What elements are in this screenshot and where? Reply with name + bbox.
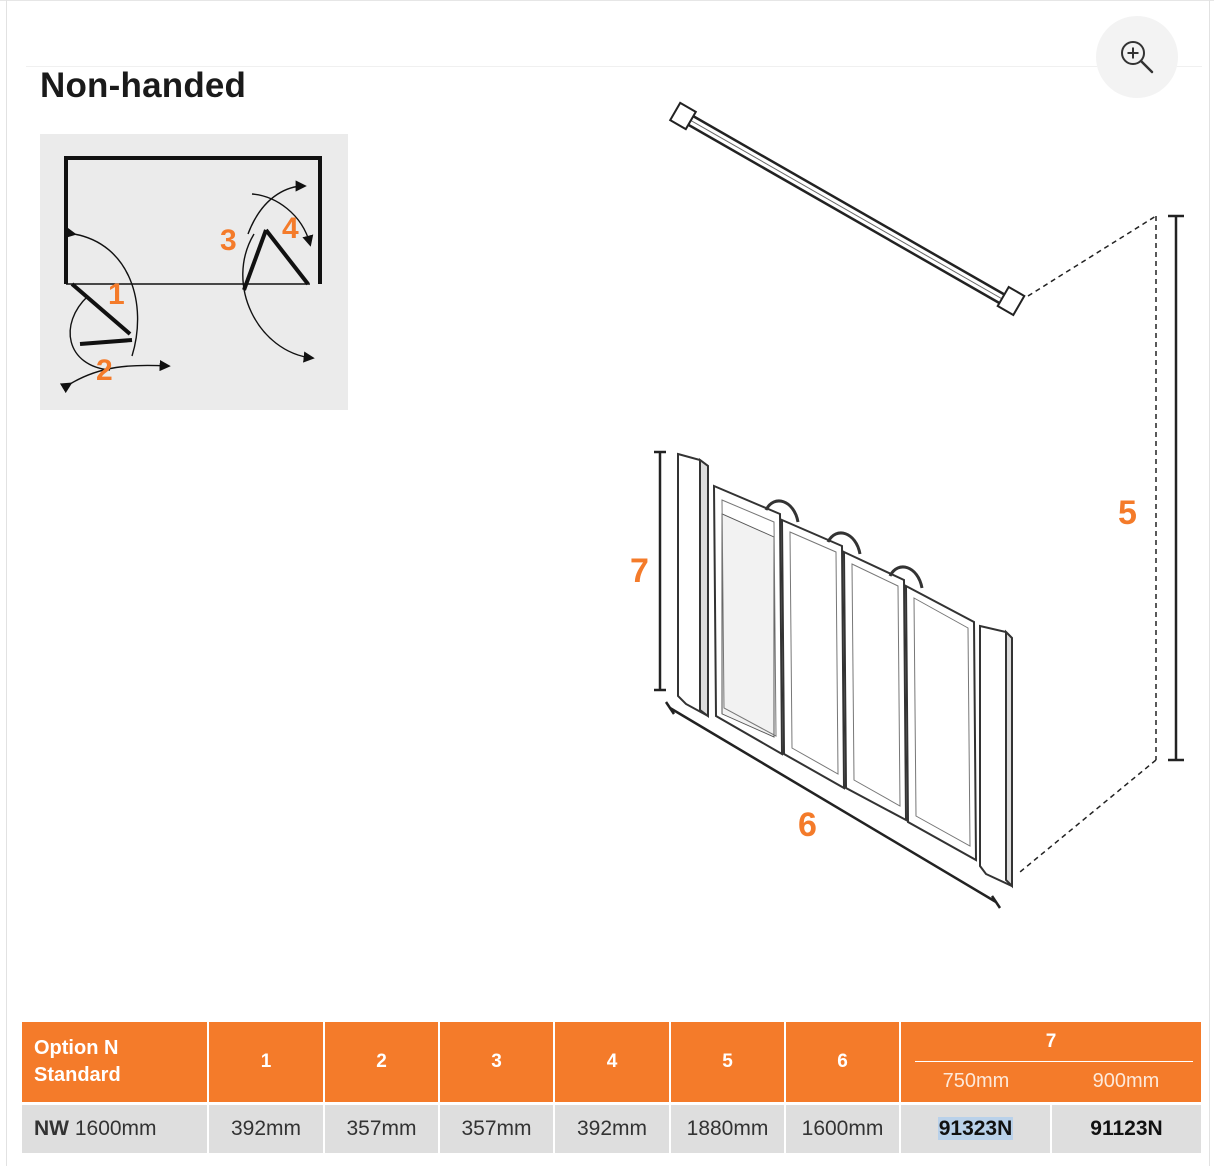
plan-label-1: 1 <box>108 278 125 311</box>
zoom-in-button[interactable] <box>1096 16 1178 98</box>
code-750-cell[interactable]: 91323N <box>901 1117 1050 1141</box>
plan-view-diagram: 1 2 3 4 <box>40 134 348 410</box>
isometric-diagram: 5 7 6 <box>610 90 1210 920</box>
top-rail <box>668 101 1026 317</box>
cell-1: 392mm <box>208 1102 325 1153</box>
frame-right-border <box>1209 0 1210 1166</box>
column-header-7: 7 750mm 900mm <box>900 1022 1203 1104</box>
cell-5: 1880mm <box>670 1102 786 1153</box>
plan-view-drawing <box>59 156 322 394</box>
subheader-750: 750mm <box>942 1070 1010 1092</box>
column-header-2: 2 <box>324 1022 440 1104</box>
frame-top-border <box>0 0 1214 1</box>
dimension-label-5: 5 <box>1118 494 1137 532</box>
cell-4: 392mm <box>554 1102 671 1153</box>
column-header-5: 5 <box>670 1022 786 1104</box>
dimension-label-7: 7 <box>630 552 649 590</box>
cell-2: 357mm <box>324 1102 440 1153</box>
column-header-1: 1 <box>208 1022 325 1104</box>
door-set-drawing <box>654 101 1184 909</box>
row-label: NW 1600mm <box>22 1102 209 1153</box>
cell-3: 357mm <box>439 1102 555 1153</box>
frame-left-border <box>6 0 7 1166</box>
column-header-6: 6 <box>785 1022 901 1104</box>
column-header-4: 4 <box>554 1022 671 1104</box>
door-panels <box>677 452 1013 889</box>
code-900[interactable]: 91123N <box>1090 1117 1163 1140</box>
code-750: 91323N <box>937 1117 1014 1140</box>
table-row: NW 1600mm 392mm 357mm 357mm 392mm 1880mm… <box>22 1102 1203 1153</box>
cell-6: 1600mm <box>785 1102 901 1153</box>
dimension-label-6: 6 <box>798 806 817 844</box>
subheader-900: 900mm <box>1092 1070 1160 1092</box>
plan-label-3: 3 <box>220 224 237 257</box>
zoom-in-icon <box>1121 41 1154 74</box>
specification-table: Option N Standard 1 2 3 4 5 6 7 750mm 90… <box>22 1022 1203 1153</box>
product-codes: 91323N 91123N <box>900 1102 1203 1153</box>
plan-label-2: 2 <box>96 354 113 387</box>
header-divider <box>26 66 1202 67</box>
option-header: Option N Standard <box>22 1022 209 1104</box>
plan-label-4: 4 <box>282 212 299 245</box>
table-header-row: Option N Standard 1 2 3 4 5 6 7 750mm 90… <box>22 1022 1203 1104</box>
page-title: Non-handed <box>40 66 247 105</box>
column-header-3: 3 <box>439 1022 555 1104</box>
